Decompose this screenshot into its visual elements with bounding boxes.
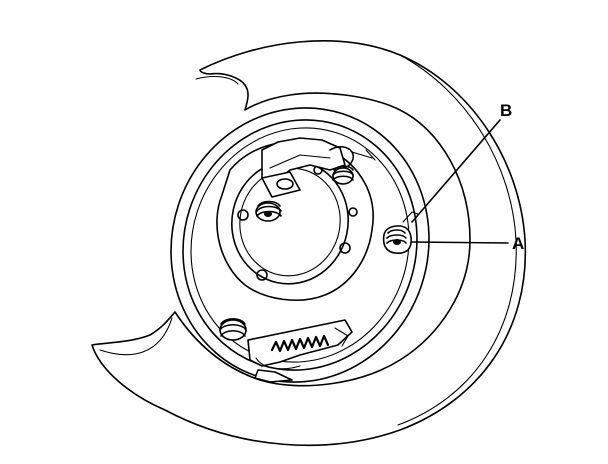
hold-down-spring-upper: [255, 200, 282, 222]
backing-plate: [216, 141, 374, 301]
callout-a-leader: [411, 241, 509, 244]
hold-down-spring-right: [332, 165, 354, 185]
callout-a-label: A: [512, 234, 524, 253]
callout-b-label: B: [500, 101, 512, 120]
callout-leaders: [411, 119, 509, 244]
dust-shield: [91, 40, 527, 447]
hold-down-spring-lower: [219, 317, 247, 341]
upper-anchor-assembly: [261, 137, 376, 198]
callout-b-leader: [411, 119, 501, 223]
lower-adjuster: [247, 319, 353, 383]
hold-down-pin-a: [382, 211, 419, 254]
